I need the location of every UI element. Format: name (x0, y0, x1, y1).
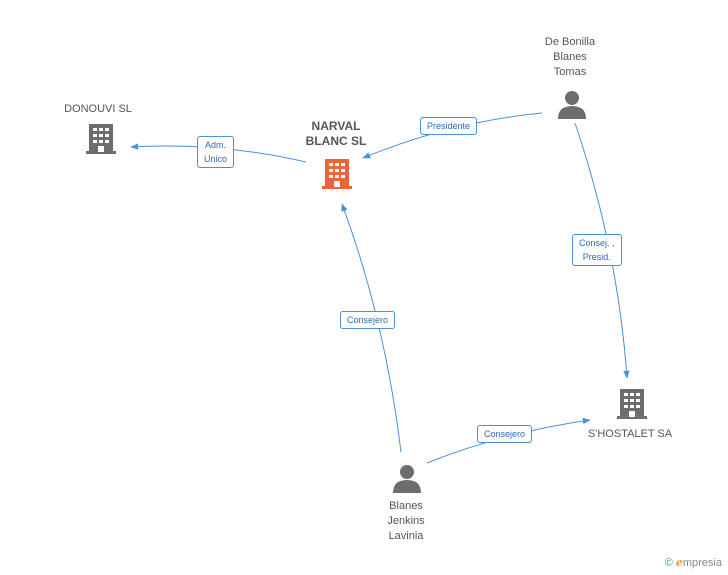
person-label-debonilla-line3: Tomas (553, 66, 587, 78)
company-label-shostalet[interactable]: S'HOSTALET SA (587, 428, 673, 440)
copyright-icon: © (664, 557, 673, 569)
brand-e: e (675, 556, 683, 569)
person-icon[interactable] (557, 89, 587, 119)
edge-label-consej-presid[interactable]: Consej. , Presid. (572, 234, 622, 266)
company-label-narval-line1: NARVAL (311, 119, 361, 133)
edge-label-consej-presid-line2: Presid. (582, 252, 611, 262)
person-label-debonilla-line1: De Bonilla (544, 36, 596, 48)
person-icon[interactable] (392, 463, 422, 493)
person-label-blanes[interactable]: Blanes Jenkins Lavinia (366, 499, 446, 544)
company-label-donouvi[interactable]: DONOUVI SL (64, 103, 132, 115)
edge-label-presidente[interactable]: Presidente (420, 117, 478, 135)
building-icon[interactable] (321, 157, 353, 191)
building-icon[interactable] (616, 387, 648, 421)
company-label-narval-line2: BLANC SL (305, 134, 367, 148)
person-label-blanes-line1: Blanes (389, 500, 423, 512)
brand-text: mpresia (682, 557, 722, 569)
edge-label-consej-presid-line1: Consej. , (579, 238, 615, 248)
edge-label-adm-unico-line1: Adm. (205, 140, 227, 150)
person-label-blanes-line2: Jenkins (387, 515, 425, 527)
edge-label-adm-unico-line2: Unico (204, 154, 228, 164)
person-label-debonilla[interactable]: De Bonilla Blanes Tomas (530, 35, 610, 80)
edge-label-consejero-narval[interactable]: Consejero (340, 311, 396, 329)
edge-label-consejero-shostalet[interactable]: Consejero (477, 425, 533, 443)
brand-logo: © empresia (665, 556, 722, 569)
person-label-blanes-line3: Lavinia (388, 530, 424, 542)
edge-label-adm-unico[interactable]: Adm. Unico (197, 136, 235, 168)
person-label-debonilla-line2: Blanes (553, 51, 587, 63)
company-label-narval[interactable]: NARVAL BLANC SL (296, 119, 376, 149)
building-icon[interactable] (85, 122, 117, 156)
